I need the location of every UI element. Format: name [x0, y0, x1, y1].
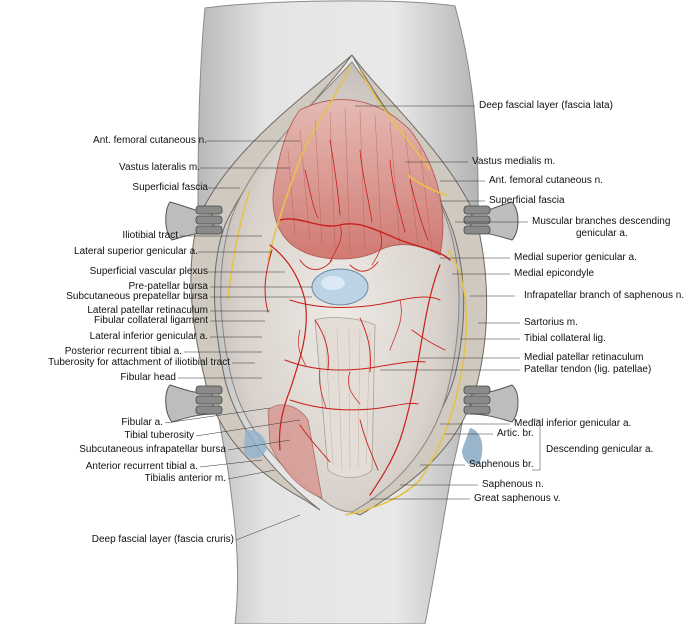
label-artic-br: Artic. br.: [497, 428, 534, 439]
retractor-lower-left: [165, 384, 223, 423]
label-posterior-recurrent-tibial: Posterior recurrent tibial a.: [64, 346, 182, 357]
label-vastus-medialis: Vastus medialis m.: [472, 156, 556, 167]
retractor-upper-right: [463, 201, 519, 241]
retractor-upper-left: [165, 201, 223, 241]
label-superficial-fascia-left: Superficial fascia: [132, 182, 208, 193]
label-descending-genicular: Descending genicular a.: [546, 444, 654, 455]
label-vastus-lateralis: Vastus lateralis m.: [119, 162, 200, 173]
label-tibialis-anterior: Tibialis anterior m.: [144, 473, 226, 484]
label-medial-epicondyle: Medial epicondyle: [514, 268, 595, 279]
patellar-tendon: [314, 317, 376, 478]
label-saphenous-n: Saphenous n.: [482, 479, 544, 490]
label-fibular-a: Fibular a.: [121, 417, 163, 428]
bursa-highlight: [321, 276, 345, 290]
left-skin-flap: [190, 54, 353, 511]
label-superficial-fascia-right: Superficial fascia: [489, 195, 565, 206]
leader-lines-right: [355, 105, 541, 500]
label-lateral-patellar-retinaculum: Lateral patellar retinaculum: [87, 305, 208, 316]
label-deep-fascial-cruris: Deep fascial layer (fascia cruris): [91, 534, 234, 545]
tendon-fibres: [324, 327, 371, 471]
label-lateral-superior-genicular: Lateral superior genicular a.: [74, 246, 198, 257]
label-superficial-vascular-plexus: Superficial vascular plexus: [89, 266, 208, 277]
label-medial-inferior-genicular: Medial inferior genicular a.: [514, 418, 632, 429]
label-muscular-branches-line2: genicular a.: [576, 228, 628, 239]
label-patellar-tendon: Patellar tendon (lig. patellae): [524, 364, 652, 375]
label-sartorius: Sartorius m.: [524, 317, 578, 328]
muscle-fibres: [287, 107, 433, 253]
label-deep-fascial-lata: Deep fascial layer (fascia lata): [479, 100, 613, 111]
label-saphenous-br: Saphenous br.: [469, 459, 534, 470]
label-great-saphenous: Great saphenous v.: [474, 493, 561, 504]
label-medial-superior-genicular: Medial superior genicular a.: [514, 252, 637, 263]
label-subcutaneous-prepatellar-bursa: Subcutaneous prepatellar bursa: [66, 291, 208, 302]
label-medial-patellar-retinaculum: Medial patellar retinaculum: [524, 352, 644, 363]
infrapatellar-bursa-shadow: [244, 429, 267, 459]
label-lateral-inferior-genicular: Lateral inferior genicular a.: [89, 331, 208, 342]
label-fibular-head: Fibular head: [120, 372, 176, 383]
tibialis-anterior-muscle: [267, 404, 323, 499]
label-muscular-branches-line1: Muscular branches descending: [532, 216, 671, 227]
quadriceps-muscle: [272, 99, 444, 260]
label-ant-femoral-cutaneous: Ant. femoral cutaneous n.: [93, 135, 207, 146]
label-tuberosity-iliotibial: Tuberosity for attachment of iliotibial …: [48, 357, 230, 368]
nerves: [227, 65, 468, 516]
label-infrapatellar-branch: Infrapatellar branch of saphenous n.: [524, 290, 685, 301]
label-subcutaneous-infrapatellar-bursa: Subcutaneous infrapatellar bursa: [79, 444, 226, 455]
label-tibial-tuberosity: Tibial tuberosity: [124, 430, 194, 441]
label-iliotibial-tract: Iliotibial tract: [122, 230, 178, 241]
label-tibial-collateral: Tibial collateral lig.: [524, 333, 606, 344]
sartorius-shadow: [462, 428, 483, 466]
leader-lines-left: [164, 140, 312, 541]
label-ant-femoral-cutaneous-right: Ant. femoral cutaneous n.: [489, 175, 603, 186]
label-fibular-collateral-ligament: Fibular collateral ligament: [94, 315, 208, 326]
arterial-network: [264, 139, 451, 496]
label-anterior-recurrent-tibial: Anterior recurrent tibial a.: [85, 461, 198, 472]
label-pre-patellar-bursa: Pre-patellar bursa: [128, 281, 208, 292]
retractor-lower-right: [463, 384, 519, 423]
